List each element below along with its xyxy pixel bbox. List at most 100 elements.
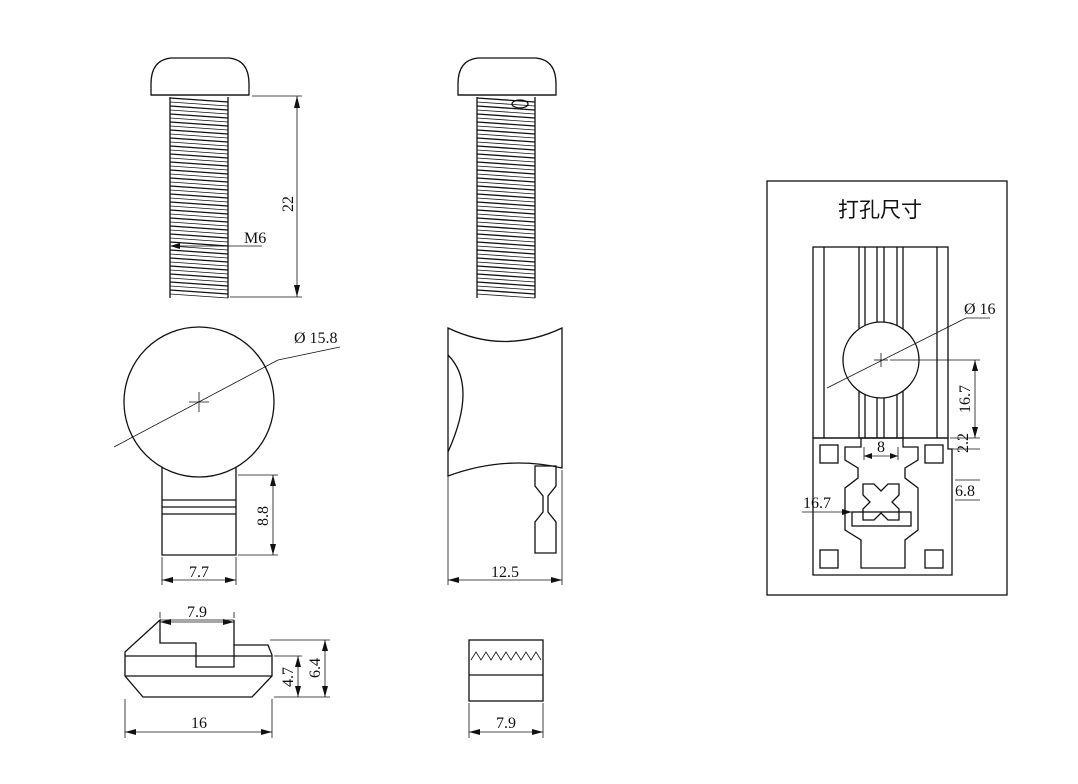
- thread-label: M6: [244, 230, 266, 247]
- thread-line: [169, 109, 229, 115]
- thread-line: [476, 293, 536, 299]
- thread-line: [169, 121, 229, 127]
- thread-line: [476, 209, 536, 215]
- screw-side-view: [457, 57, 557, 299]
- t-nut-width-dimension: 16: [124, 699, 273, 738]
- thread-line: [476, 205, 536, 211]
- thread-line: [476, 121, 536, 127]
- thread-line: [169, 101, 229, 107]
- thread-line: [476, 225, 536, 231]
- thread-line: [476, 237, 536, 243]
- thread-line: [476, 161, 536, 167]
- nut-width-label: 7.7: [189, 564, 209, 581]
- thread-line: [169, 253, 229, 259]
- thread-line: [169, 189, 229, 195]
- thread-line: [169, 209, 229, 215]
- t-nut-inner-height-label: 4.7: [280, 667, 297, 687]
- thread-line: [476, 265, 536, 271]
- thread-line: [476, 233, 536, 239]
- thread-line: [476, 193, 536, 199]
- t-nut-front-view: [124, 618, 273, 698]
- thread-line: [169, 285, 229, 291]
- small-block-view: 7.9: [468, 639, 544, 738]
- t-nut-top-width-label: 7.9: [187, 604, 207, 621]
- thread-line: [476, 105, 536, 111]
- thread-line: [169, 225, 229, 231]
- screw-length-dimension: 22: [230, 95, 302, 298]
- thread-line: [169, 205, 229, 211]
- thread-line: [476, 253, 536, 259]
- thread-line: [169, 137, 229, 143]
- thread-line: [476, 145, 536, 151]
- thread-line: [476, 213, 536, 219]
- thread-line: [169, 105, 229, 111]
- thread-line: [476, 285, 536, 291]
- thread-line: [476, 289, 536, 295]
- thread-line: [169, 149, 229, 155]
- thread-line: [476, 269, 536, 275]
- thread-line: [476, 137, 536, 143]
- t-nut-outer-height-label: 6.4: [307, 658, 324, 678]
- thread-line: [169, 249, 229, 255]
- round-nut-top-view: Ø 15.8: [113, 326, 341, 556]
- thread-line: [476, 173, 536, 179]
- head-diameter-label: Ø 15.8: [294, 330, 338, 347]
- thread-line: [169, 129, 229, 135]
- thread-line: [476, 229, 536, 235]
- thread-line: [169, 281, 229, 287]
- drilling-panel-title: 打孔尺寸: [838, 198, 922, 222]
- thread-line: [169, 141, 229, 147]
- wall-thickness-label: 2.2: [955, 433, 972, 453]
- side-width-dimension: 12.5: [447, 470, 563, 585]
- thread-line: [476, 249, 536, 255]
- t-nut-height-dimensions: 4.7 6.4: [270, 639, 330, 698]
- thread-line: [169, 277, 229, 283]
- thread-line: [169, 221, 229, 227]
- thread-line: [476, 281, 536, 287]
- thread-line: [169, 261, 229, 267]
- thread-line: [476, 101, 536, 107]
- thread-line: [169, 269, 229, 275]
- thread-line: [169, 161, 229, 167]
- thread-line: [476, 177, 536, 183]
- screw-front-view: [150, 57, 250, 299]
- thread-line: [169, 193, 229, 199]
- thread-line: [169, 113, 229, 119]
- thread-line: [476, 277, 536, 283]
- thread-line: [476, 149, 536, 155]
- thread-line: [169, 169, 229, 175]
- thread-line: [476, 197, 536, 203]
- thread-line: [169, 145, 229, 151]
- thread-line: [476, 165, 536, 171]
- thread-line: [476, 117, 536, 123]
- profile-offset-label: 6.8: [955, 483, 975, 500]
- thread-line: [476, 129, 536, 135]
- thread-line: [169, 125, 229, 131]
- thread-line: [476, 241, 536, 247]
- thread-callout: M6: [170, 230, 266, 249]
- round-nut-side-view: [447, 326, 563, 554]
- thread-line: [169, 241, 229, 247]
- thread-line: [169, 257, 229, 263]
- hole-diameter-label: Ø 16: [964, 301, 996, 318]
- thread-line: [476, 181, 536, 187]
- screw-length-label: 22: [280, 196, 297, 212]
- thread-line: [476, 261, 536, 267]
- small-width-label: 7.9: [496, 715, 516, 732]
- thread-line: [476, 189, 536, 195]
- thread-line: [476, 245, 536, 251]
- nut-height-label: 8.8: [255, 506, 272, 526]
- thread-line: [476, 185, 536, 191]
- thread-line: [169, 117, 229, 123]
- thread-line: [169, 185, 229, 191]
- thread-line: [169, 233, 229, 239]
- thread-line: [476, 201, 536, 207]
- nut-height-dimension: 8.8: [238, 474, 278, 556]
- thread-line: [169, 201, 229, 207]
- thread-line: [476, 221, 536, 227]
- side-width-label: 12.5: [491, 564, 519, 581]
- thread-line: [169, 273, 229, 279]
- slot-width-label: 8: [877, 439, 885, 456]
